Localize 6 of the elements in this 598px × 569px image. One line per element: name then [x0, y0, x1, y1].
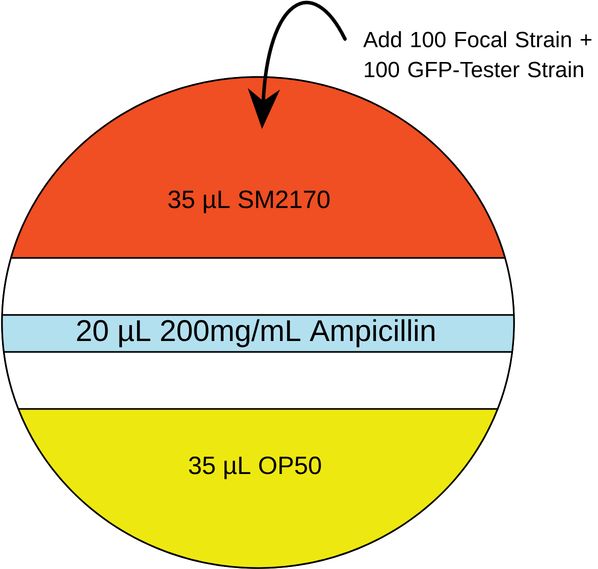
- plate-band: 20 µL 200mg/mL Ampicillin: [1, 314, 515, 353]
- plate-band: 35 µL SM2170: [10, 76, 506, 259]
- instruction-text: Add 100 Focal Strain + 100 GFP-Tester Strain: [363, 31, 592, 78]
- plate-band: [3, 351, 513, 410]
- plate-band: 35 µL OP50: [18, 408, 498, 569]
- plate-band: [1, 257, 515, 316]
